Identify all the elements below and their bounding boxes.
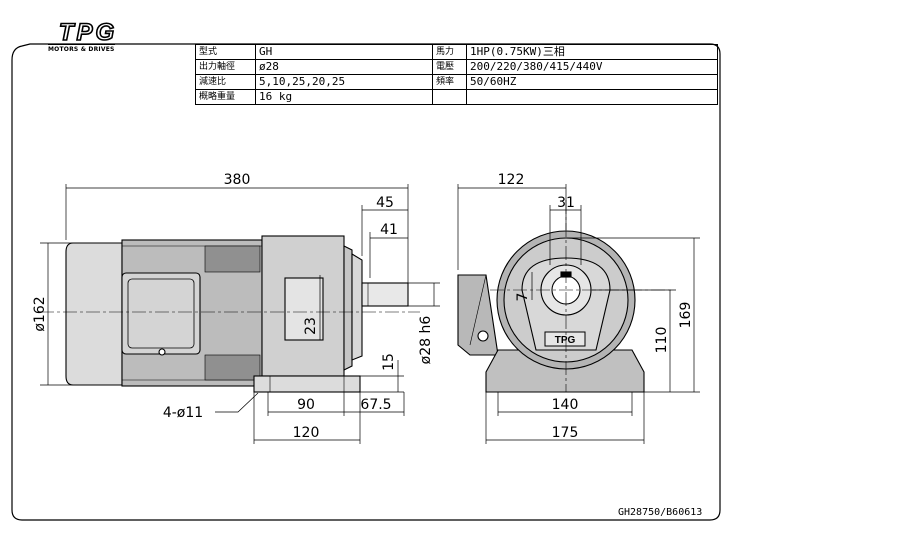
drawing-frame — [11, 43, 721, 521]
spec-value: 50/60HZ — [466, 74, 718, 90]
dim-overall-length: 380 — [224, 172, 251, 188]
spec-label — [432, 89, 467, 105]
dim-side-169: 169 — [678, 302, 694, 329]
spec-label: 出力軸徑 — [195, 59, 256, 75]
spec-value: 5,10,25,20,25 — [255, 74, 433, 90]
spec-label: 電壓 — [432, 59, 467, 75]
spec-label: 概略重量 — [195, 89, 256, 105]
spec-value: 200/220/380/415/440V — [466, 59, 718, 75]
dim-side-175: 175 — [552, 425, 579, 441]
drawing-code: GH28750/B60613 — [618, 507, 703, 518]
dim-shaft-45: 45 — [376, 195, 394, 211]
spec-row: 減速比 5,10,25,20,25 頻率 50/60HZ — [195, 74, 718, 90]
front-view — [65, 235, 409, 393]
dim-side-7: 7 — [515, 293, 531, 302]
spec-row: 概略重量 16 kg — [195, 89, 718, 105]
spec-table: 型式 GH 馬力 1HP(0.75KW)三相 出力軸徑 ø28 電壓 200/2… — [195, 44, 718, 105]
spec-label: 減速比 — [195, 74, 256, 90]
side-view — [457, 230, 645, 393]
spec-row: 型式 GH 馬力 1HP(0.75KW)三相 — [195, 44, 718, 60]
dim-offset-23: 23 — [303, 317, 319, 335]
spec-label: 頻率 — [432, 74, 467, 90]
spec-label: 型式 — [195, 44, 256, 60]
dim-shaft-diameter: ø28 h6 — [418, 316, 434, 365]
svg-text:TPG: TPG — [555, 335, 576, 346]
spec-value: 1HP(0.75KW)三相 — [466, 44, 718, 60]
dim-mount-holes: 4-ø11 — [163, 405, 203, 421]
logo-subtitle: MOTORS & DRIVES — [48, 44, 115, 53]
dim-side-110: 110 — [654, 327, 670, 354]
logo-text: TPG — [59, 19, 117, 44]
spec-value: GH — [255, 44, 433, 60]
spec-row: 出力軸徑 ø28 電壓 200/220/380/415/440V — [195, 59, 718, 75]
dim-base-15: 15 — [381, 353, 397, 371]
dim-base-675: 67.5 — [360, 397, 391, 413]
side-dimension-lines — [457, 184, 700, 444]
dim-side-31: 31 — [557, 195, 575, 211]
tpg-logo-art: TPG — [58, 18, 117, 44]
dim-side-140: 140 — [552, 397, 579, 413]
front-dimension-lines — [40, 184, 440, 444]
spec-label: 馬力 — [432, 44, 467, 60]
dim-body-diameter: ø162 — [32, 296, 48, 331]
side-nameplate: TPG — [544, 331, 586, 347]
dim-side-122: 122 — [498, 172, 525, 188]
spec-value: 16 kg — [255, 89, 433, 105]
spec-value — [466, 89, 718, 105]
brand-logo: TPG MOTORS & DRIVES — [28, 18, 138, 58]
spec-value: ø28 — [255, 59, 433, 75]
dim-base-120: 120 — [293, 425, 320, 441]
dim-shaft-41: 41 — [380, 222, 398, 238]
dim-base-90: 90 — [297, 397, 315, 413]
